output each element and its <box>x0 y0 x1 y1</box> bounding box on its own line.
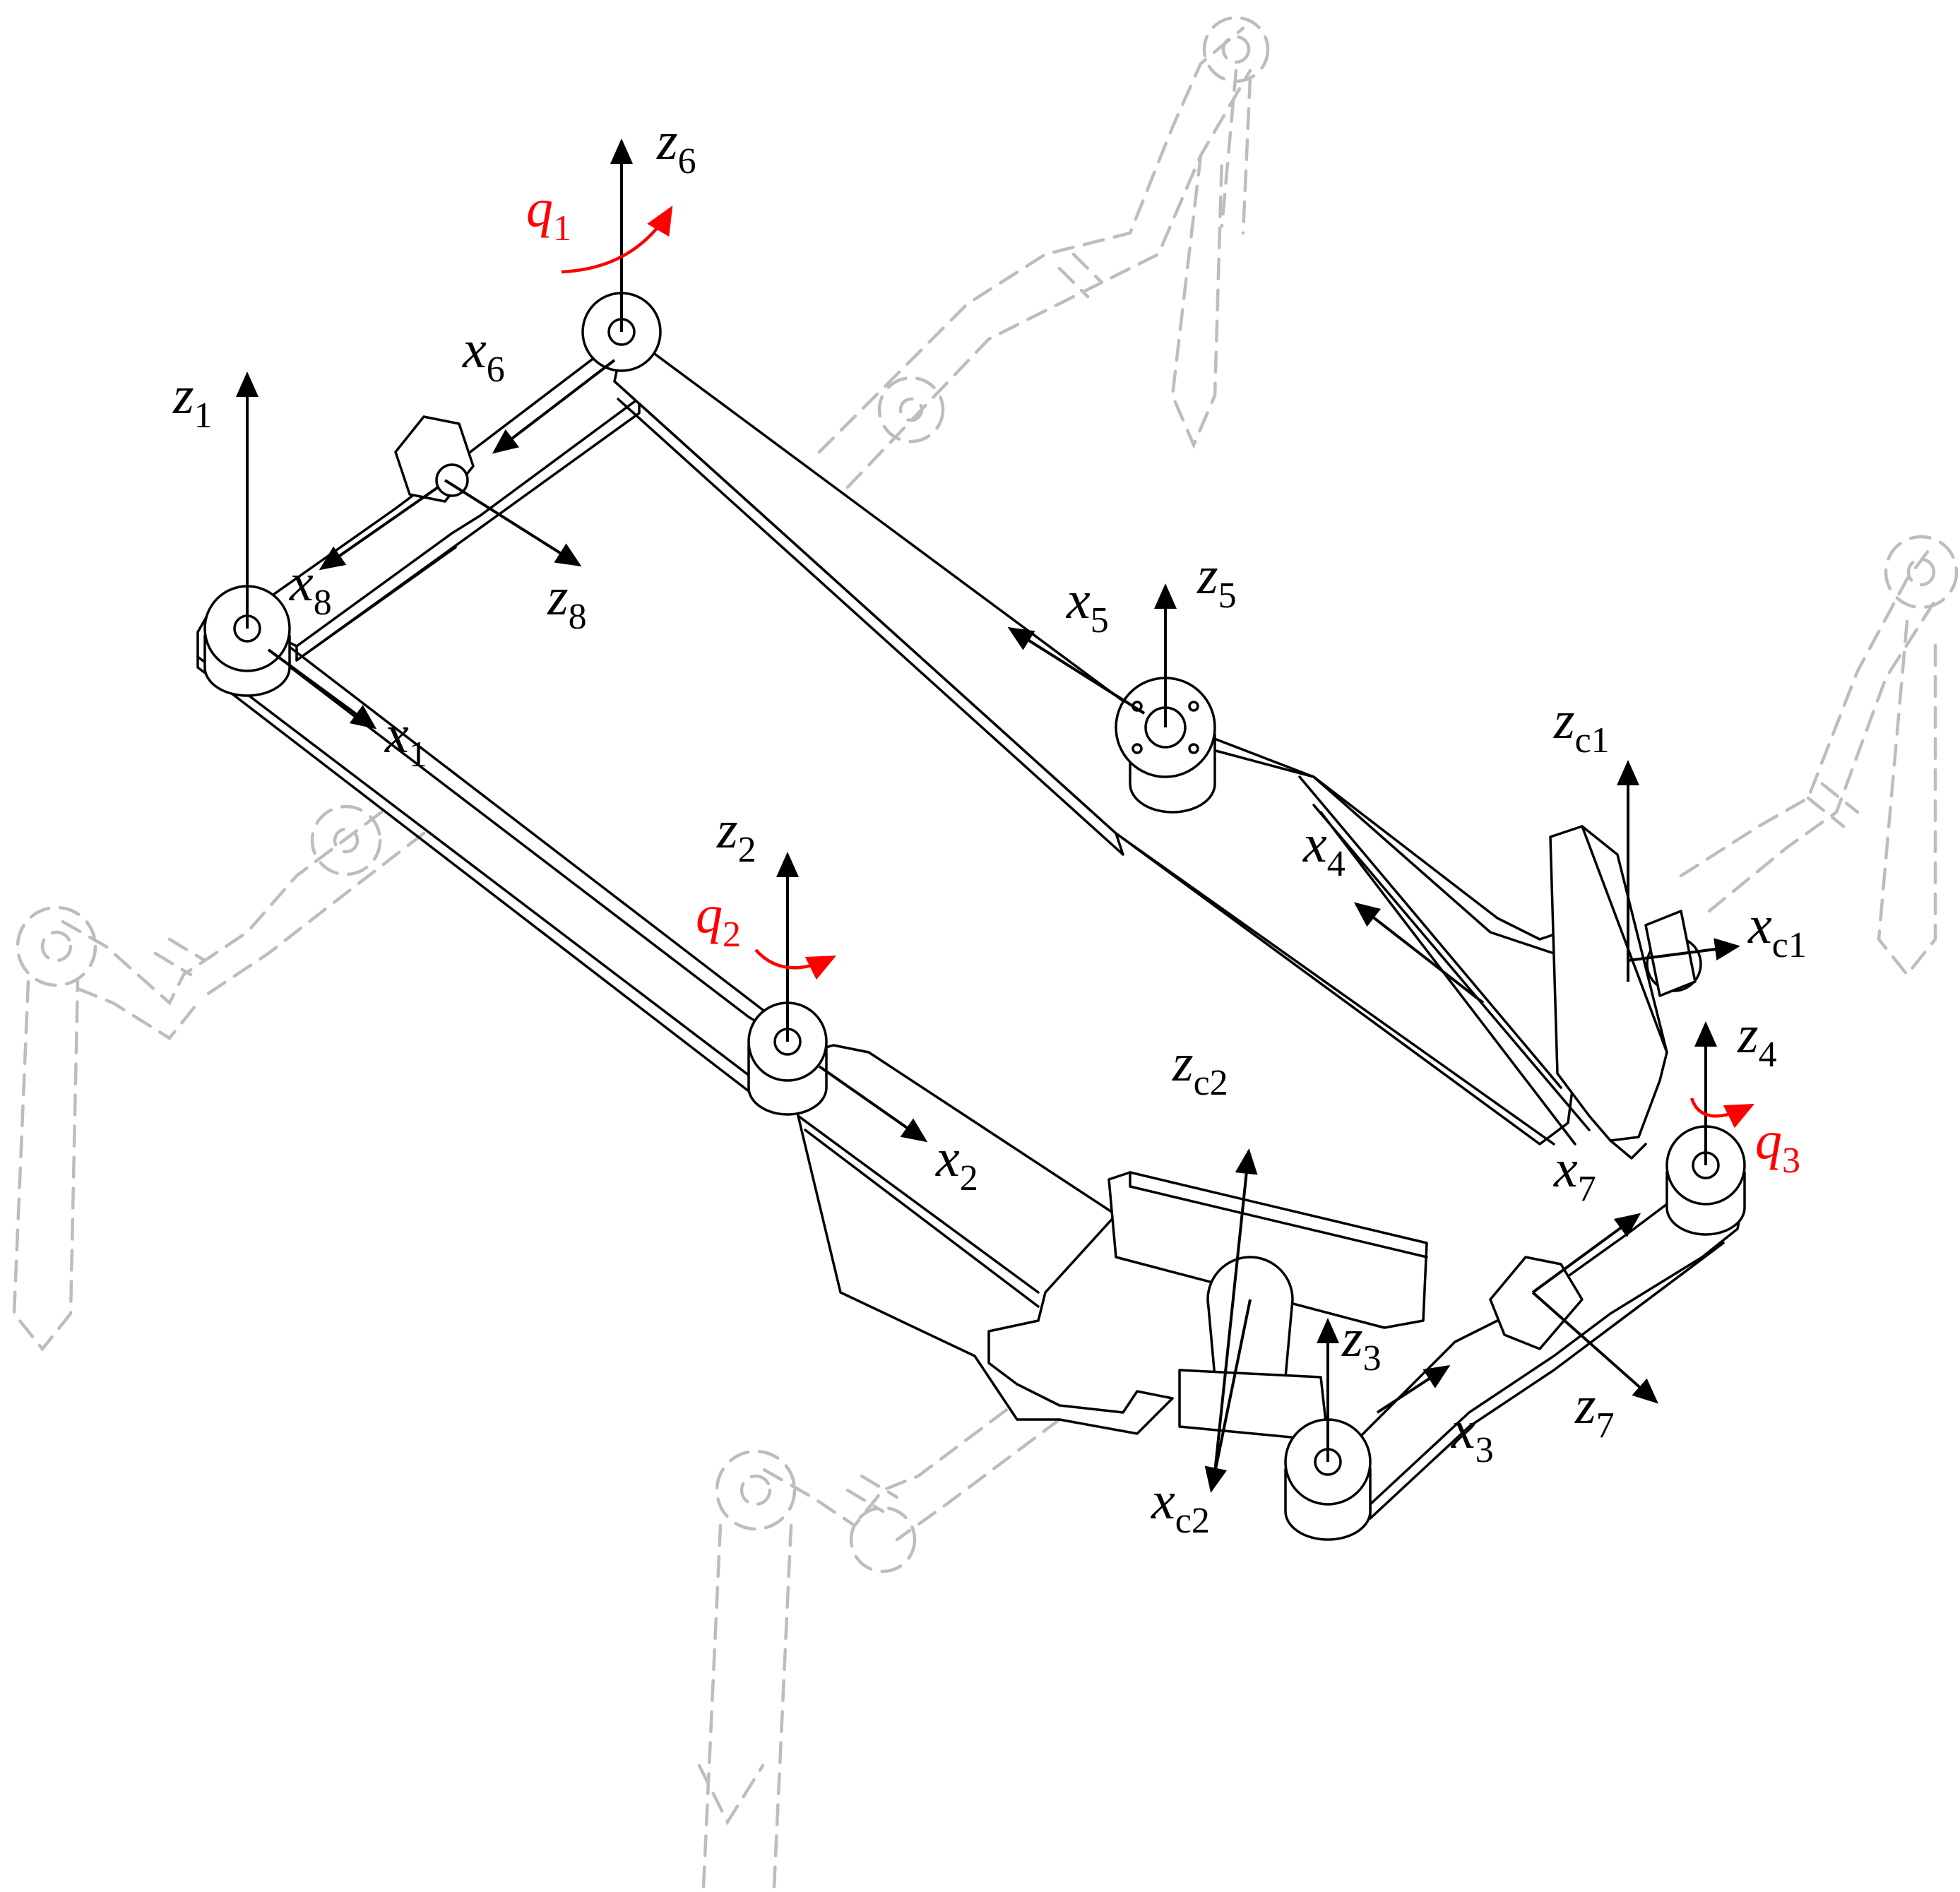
camera-bracket-c1 <box>1549 825 1668 1142</box>
label-xc2: xc2 <box>1151 1471 1210 1541</box>
axis-z7 <box>1531 1291 1658 1404</box>
plate-front <box>783 1044 1174 1435</box>
label-x4: x4 <box>1302 814 1346 884</box>
axis-x5 <box>1007 626 1146 715</box>
label-zc1: zc1 <box>1553 691 1610 761</box>
arc-q2 <box>754 948 837 980</box>
axis-x8 <box>319 486 439 571</box>
ghost-leg-bottom <box>697 1389 1062 1892</box>
label-q2: q2 <box>696 885 741 955</box>
label-z8: z8 <box>547 567 587 637</box>
label-z4: z4 <box>1737 1005 1777 1075</box>
label-x2: x2 <box>935 1129 978 1198</box>
ghost-leg-right <box>1679 535 1959 977</box>
joint-variable-labels: q1 q2 q3 <box>526 179 1800 1181</box>
axis-labels: z6 x6 z1 x8 z8 x1 x5 z5 zc1 x4 xc1 z4 z2… <box>172 112 1807 1541</box>
label-z1: z1 <box>172 366 213 436</box>
ghost-leg-left <box>12 804 426 1352</box>
label-x8: x8 <box>289 553 332 623</box>
ghost-leg-top-right <box>817 16 1270 489</box>
axis-xc2 <box>1204 1299 1252 1493</box>
axis-x6 <box>492 359 616 454</box>
label-z3: z3 <box>1341 1309 1382 1379</box>
joint-rotation-arcs <box>561 206 1755 1129</box>
label-x6: x6 <box>462 320 505 390</box>
mechanism-frame <box>196 292 1746 1541</box>
label-x1: x1 <box>384 705 427 775</box>
label-z6: z6 <box>656 112 696 182</box>
axis-x1 <box>267 648 377 730</box>
label-x3: x3 <box>1451 1400 1494 1470</box>
arc-q1 <box>561 206 673 274</box>
axis-zc2 <box>1213 1148 1258 1473</box>
label-xc1: xc1 <box>1747 896 1807 965</box>
axis-x7 <box>1531 1213 1641 1294</box>
axis-xc1 <box>1627 938 1740 962</box>
label-z7: z7 <box>1574 1376 1615 1446</box>
axis-x4 <box>1353 902 1485 1004</box>
label-zc2: zc2 <box>1172 1033 1228 1103</box>
coordinate-axes <box>236 138 1740 1493</box>
label-z5: z5 <box>1196 546 1237 616</box>
joint-8-hinge <box>394 415 475 503</box>
label-z2: z2 <box>716 800 756 870</box>
label-q3: q3 <box>1755 1111 1800 1181</box>
label-x5: x5 <box>1066 571 1109 641</box>
label-q1: q1 <box>526 179 571 249</box>
axis-x2 <box>818 1065 928 1143</box>
axis-x3 <box>1376 1364 1451 1414</box>
label-x7: x7 <box>1553 1139 1596 1209</box>
axis-z8 <box>444 479 582 567</box>
arc-q3 <box>1689 1097 1755 1129</box>
